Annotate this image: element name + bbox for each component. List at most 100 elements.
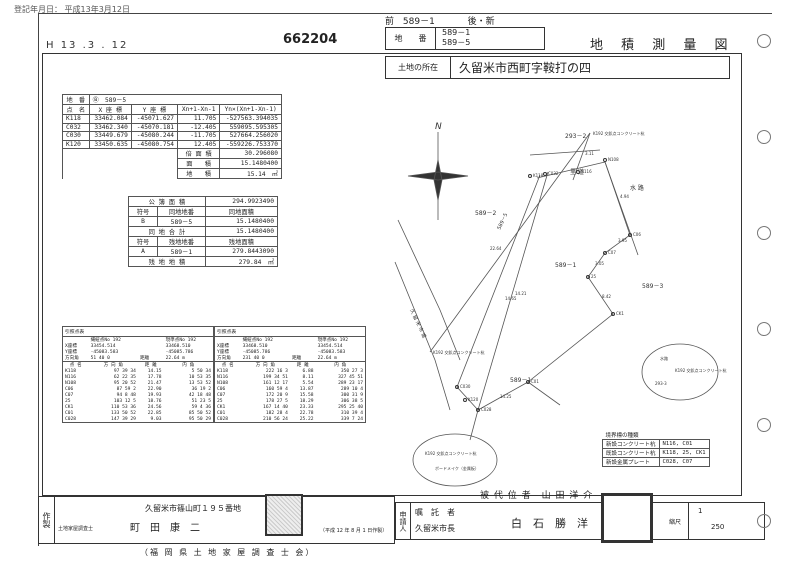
cell: 内 角 xyxy=(163,361,213,368)
cell: K118 xyxy=(65,368,77,374)
cell: 160 59 4 xyxy=(265,386,288,392)
cell: 19.93 xyxy=(147,392,162,398)
point-label: C01 xyxy=(531,379,539,384)
point-label: C07 xyxy=(608,250,616,255)
cell: 527664.256020 xyxy=(219,131,282,141)
cell: 219 56 28 xyxy=(241,422,290,423)
binder-hole xyxy=(757,130,771,144)
cell: 15.1480400 xyxy=(204,226,279,237)
cell: N116 xyxy=(65,374,77,380)
distance-label: 22.64 xyxy=(490,246,502,251)
boundary-point xyxy=(455,385,459,389)
cell: 14.15 xyxy=(147,368,162,374)
divider xyxy=(688,502,689,540)
cell: B xyxy=(127,216,159,227)
cell: 231 40 0 xyxy=(242,355,265,361)
cell: 6.88 xyxy=(302,368,314,374)
binder-hole xyxy=(757,514,771,528)
preparer-seal xyxy=(265,494,303,536)
cell: 295 25 40 xyxy=(338,404,363,410)
applicant-side-label: 申請人 xyxy=(396,503,411,539)
cell: 11.705 xyxy=(177,114,221,124)
cell: -45071.627 xyxy=(130,114,179,124)
cell: 地 積 xyxy=(177,168,221,179)
cell: 167 14 40 xyxy=(263,404,288,410)
cell: 178 27 5 xyxy=(265,398,288,404)
cell: 33449.679 xyxy=(88,131,132,141)
cell: C01 xyxy=(65,410,74,416)
drawing-area xyxy=(42,53,742,496)
table-row: K120219 56 2823.51348 7 28 xyxy=(215,422,365,423)
cell: K120 xyxy=(215,422,241,423)
parcel-589-1 xyxy=(477,161,631,411)
cell: Y座標 xyxy=(217,350,229,355)
cell: 残地地番 xyxy=(157,236,206,247)
cell: 33454.514 xyxy=(90,343,116,349)
distance-label: 8.42 xyxy=(602,294,611,299)
cell: C07 xyxy=(217,392,226,398)
cell: 10 53 35 xyxy=(188,374,211,380)
cell: 33454.514 xyxy=(317,343,343,349)
binder-hole xyxy=(757,226,771,240)
cell: 199 34 51 xyxy=(263,374,288,380)
boundary-line xyxy=(572,132,591,181)
cell: 279.8443090 xyxy=(204,246,279,257)
cell: 62 22 35 xyxy=(113,374,136,380)
location-label: 土地の所在 xyxy=(386,57,451,78)
plot-label: 293－2 xyxy=(565,133,586,140)
point-label: N108 xyxy=(608,157,619,162)
cell: 51 40 0 xyxy=(90,355,110,361)
cell: 18.76 xyxy=(147,398,162,404)
legend-title: 境界標の種類 xyxy=(605,433,639,439)
applicant-seal xyxy=(601,493,653,543)
inset-label: 水路 xyxy=(660,355,668,361)
represented-by-label: 被 代 位 者 xyxy=(480,491,532,501)
cell: 589－5 xyxy=(157,216,206,227)
cell: 161 12 17 xyxy=(263,380,288,386)
cell: -559226.753370 xyxy=(219,139,282,149)
cell: 方 向 角 xyxy=(88,361,138,368)
cell: K118 xyxy=(217,368,229,374)
boundary-point xyxy=(586,275,590,279)
cell: 方向角 xyxy=(217,356,231,361)
cell: -45070.181 xyxy=(130,122,179,132)
cell: 方 向 角 xyxy=(240,361,290,368)
cell: C032 xyxy=(62,122,90,132)
before-label: 前 xyxy=(385,17,395,27)
cell: 25.22 xyxy=(299,416,314,422)
boundary-point xyxy=(528,174,532,178)
plot-label: 589－2 xyxy=(475,210,496,217)
document-frame xyxy=(38,13,772,546)
preparer-title: 土地家屋調査士 xyxy=(58,526,94,532)
city-road-edge xyxy=(397,219,461,361)
represented-by-name: 山 田 洋 介 xyxy=(541,491,594,501)
distance-label: 14.25 xyxy=(500,394,512,399)
cell: 589－5 xyxy=(105,97,127,104)
cell: N108 xyxy=(217,380,229,386)
point-label: N116 xyxy=(581,169,592,174)
cell: C01 xyxy=(217,410,226,416)
cell: N108 xyxy=(65,380,77,386)
boundary-line xyxy=(429,132,591,353)
parcel-value: 589－5 xyxy=(442,38,471,47)
plot-label: 久 留 米 市 道 xyxy=(408,308,428,339)
cell: 縄紐点No 192 xyxy=(90,338,121,343)
cell: 143 53 21 xyxy=(89,422,138,423)
cell: 95 20 52 xyxy=(113,380,136,386)
cell: C030 xyxy=(62,131,90,141)
plot-label: 589－1 xyxy=(510,377,531,384)
cell: 85 50 52 xyxy=(188,410,211,416)
distance-label: 14.21 xyxy=(515,291,527,296)
registration-date: 登記年月日： 平成13年3月12日 xyxy=(14,5,130,14)
